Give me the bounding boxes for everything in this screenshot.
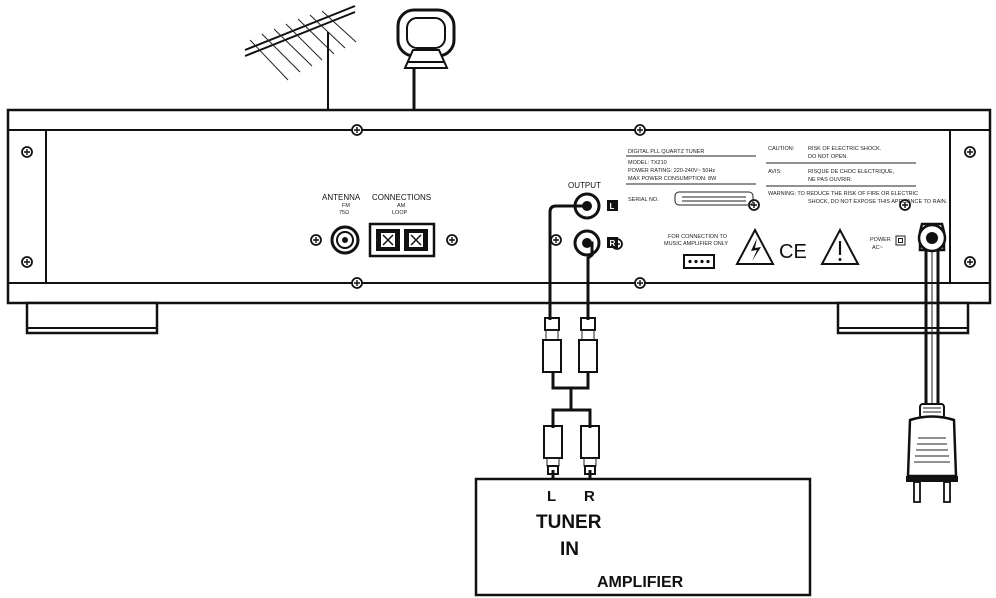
output-right-badge: R xyxy=(607,237,618,248)
screw-icon xyxy=(964,146,976,158)
screw-icon xyxy=(964,256,976,268)
am-antenna-terminals[interactable] xyxy=(368,222,436,258)
avis-label: AVIS: xyxy=(768,169,782,175)
power-plug-icon xyxy=(906,403,958,503)
screw-icon xyxy=(899,199,911,211)
caution-line1: RISK OF ELECTRIC SHOCK. xyxy=(808,146,882,152)
warning-triangle-icon xyxy=(820,227,860,265)
connection-note-line2: MUSIC AMPLIFIER ONLY xyxy=(664,241,728,247)
warning-line2: SHOCK, DO NOT EXPOSE THIS APPLIANCE TO R… xyxy=(808,199,948,205)
remote-connector[interactable] xyxy=(683,254,715,269)
amplifier-title: AMPLIFIER xyxy=(597,574,684,591)
serial-label: SERIAL NO. xyxy=(628,197,659,203)
am-label: AM xyxy=(397,203,406,209)
caution-label-block: CAUTION: RISK OF ELECTRIC SHOCK. DO NOT … xyxy=(766,146,948,205)
amplifier-box xyxy=(474,477,812,597)
screw-icon xyxy=(351,277,363,289)
screw-icon xyxy=(634,277,646,289)
screw-icon xyxy=(634,124,646,136)
avis-line1: RISQUE DE CHOC ELECTRIQUE, xyxy=(808,169,895,175)
fm-antenna-jack[interactable] xyxy=(330,225,360,255)
info-label-block: DIGITAL PLL QUARTZ TUNER MODEL: TX210 PO… xyxy=(626,149,756,206)
info-power-rating: POWER RATING: 220-240V~ 50Hz xyxy=(628,168,715,174)
output-label: OUTPUT xyxy=(568,181,601,190)
screw-icon xyxy=(310,234,322,246)
am-loop-label: LOOP xyxy=(392,210,408,216)
chassis-foot-right xyxy=(836,301,970,335)
chassis-screws xyxy=(21,124,976,289)
screw-icon xyxy=(446,234,458,246)
svg-text:L: L xyxy=(610,202,615,211)
amplifier-input-left: L xyxy=(547,488,556,505)
caution-label: CAUTION: xyxy=(768,146,795,152)
output-left-badge: L xyxy=(607,200,618,211)
rca-plug-icon xyxy=(542,317,600,475)
amplifier-input-right: R xyxy=(584,488,595,505)
tuner-in-label: TUNER xyxy=(536,512,602,533)
avis-line2: NE PAS OUVRIR. xyxy=(808,177,853,183)
info-power-consumption: MAX POWER CONSUMPTION: 8W xyxy=(628,176,717,182)
fm-label: FM xyxy=(342,203,350,209)
double-insulation-icon xyxy=(895,235,906,246)
antenna-label: ANTENNA xyxy=(322,193,361,202)
power-label: POWER xyxy=(870,237,891,243)
connection-note-line1: FOR CONNECTION TO xyxy=(668,234,728,240)
power-spec: AC~ xyxy=(872,245,883,251)
lightning-triangle-icon xyxy=(735,227,775,265)
fm-impedance-label: 75Ω xyxy=(339,210,349,216)
tuner-chassis xyxy=(6,108,992,305)
chassis-foot-left xyxy=(25,301,159,335)
power-cord xyxy=(917,222,947,405)
info-model: MODEL: TX210 xyxy=(628,160,667,166)
screw-icon xyxy=(550,234,562,246)
screw-icon xyxy=(351,124,363,136)
caution-line2: DO NOT OPEN. xyxy=(808,154,848,160)
screw-icon xyxy=(21,146,33,158)
ce-mark: CE xyxy=(779,241,807,263)
in-label: IN xyxy=(560,539,579,560)
info-title: DIGITAL PLL QUARTZ TUNER xyxy=(628,149,704,155)
screw-icon xyxy=(21,256,33,268)
svg-text:R: R xyxy=(610,239,616,248)
warning-line1: WARNING: TO REDUCE THE RISK OF FIRE OR E… xyxy=(768,191,918,197)
connections-label: CONNECTIONS xyxy=(372,193,431,202)
